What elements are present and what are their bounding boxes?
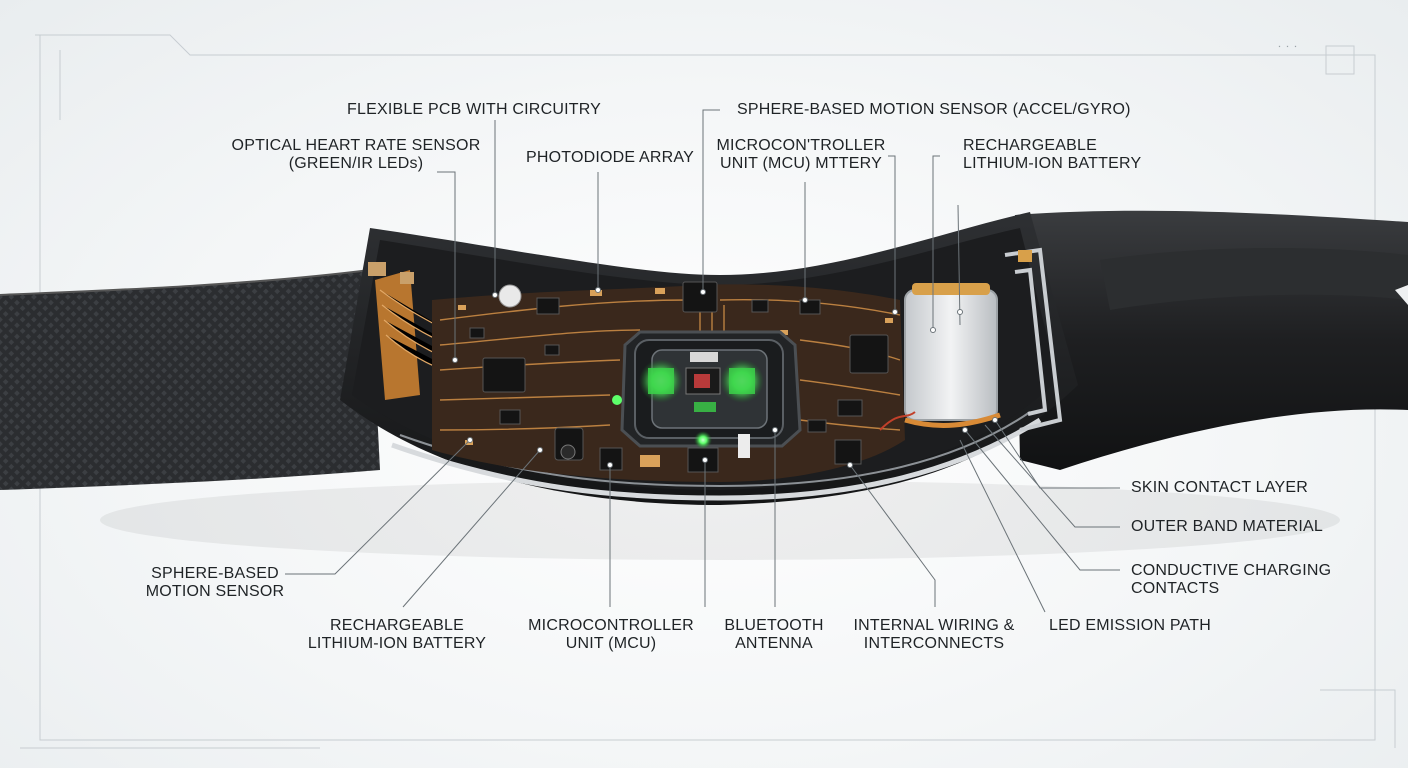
corner-tag: ▪ ▪ ▪ — [1277, 44, 1298, 50]
leader-dots — [452, 287, 998, 468]
optical-sensor-module — [612, 330, 802, 458]
label-outer-band: OUTER BAND MATERIAL — [1131, 518, 1323, 535]
label-photodiode-array: PHOTODIODE ARRAY — [526, 149, 694, 166]
label-optical-heart-rate: OPTICAL HEART RATE SENSOR(GREEN/IR LEDs) — [231, 137, 481, 172]
leader-lines — [285, 109, 1120, 613]
label-skin-contact: SKIN CONTACT LAYER — [1131, 479, 1308, 496]
label-internal-wiring: INTERNAL WIRING &INTERCONNECTS — [853, 617, 1015, 652]
label-flexible-pcb: FLEXIBLE PCB WITH CIRCUITRY — [347, 101, 602, 118]
frame-lines — [20, 34, 1396, 749]
battery — [879, 283, 1001, 431]
chips — [469, 281, 889, 473]
label-sphere-motion-top: SPHERE-BASED MOTION SENSOR (ACCEL/GYRO) — [737, 101, 1131, 118]
label-led-emission-path: LED EMISSION PATH — [1049, 617, 1211, 634]
left-band — [0, 270, 380, 490]
skin-contact-strip — [391, 417, 1042, 501]
flex-cable — [375, 270, 420, 400]
